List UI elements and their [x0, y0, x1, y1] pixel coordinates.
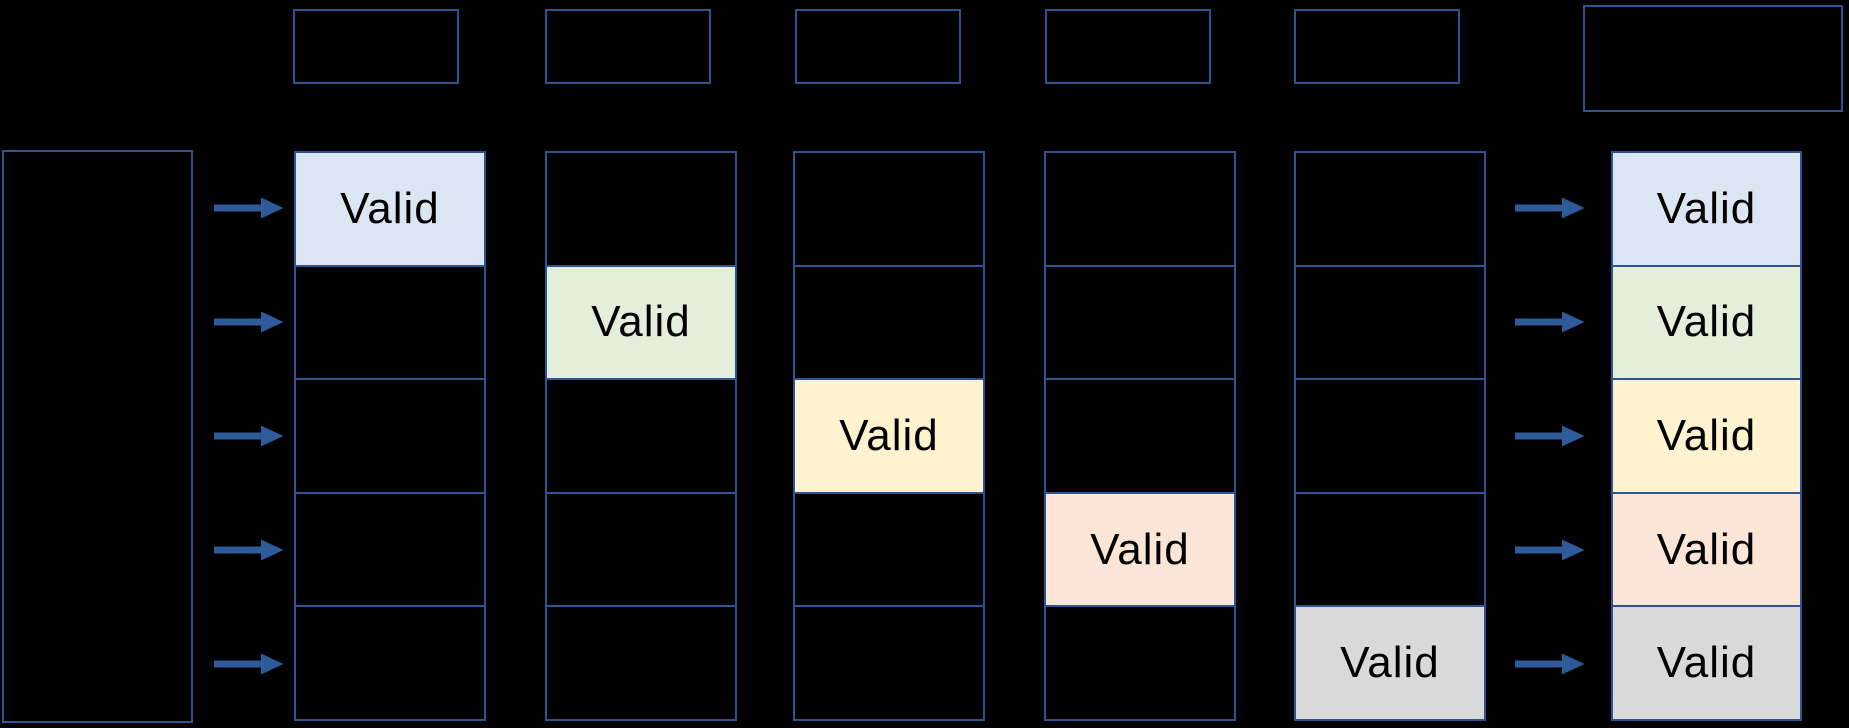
column-2: Valid — [545, 151, 737, 721]
column-1: Valid — [294, 151, 486, 721]
arrow-right-icon — [214, 197, 284, 219]
arrow-right-icon — [214, 653, 284, 675]
valid-cell: Valid — [1613, 264, 1800, 379]
valid-label: Valid — [1656, 297, 1757, 347]
empty-cell — [1296, 378, 1484, 492]
empty-cell — [795, 605, 983, 719]
empty-cell — [547, 378, 735, 492]
left-source-box — [2, 150, 193, 723]
valid-label: Valid — [1340, 638, 1440, 688]
empty-cell — [795, 491, 983, 606]
empty-cell — [547, 491, 735, 606]
valid-cell: Valid — [1613, 153, 1800, 265]
empty-cell — [1046, 264, 1234, 379]
empty-cell — [1296, 264, 1484, 379]
arrow-right-icon — [1515, 539, 1585, 561]
valid-label: Valid — [1656, 183, 1757, 233]
valid-cell: Valid — [1613, 378, 1800, 492]
empty-cell — [795, 153, 983, 265]
empty-cell — [795, 264, 983, 379]
arrow-right-icon — [1515, 425, 1585, 447]
empty-cell — [296, 605, 484, 719]
valid-cell: Valid — [547, 264, 735, 379]
valid-label: Valid — [839, 410, 939, 460]
header-box-1 — [293, 9, 459, 84]
valid-cell: Valid — [1296, 605, 1484, 719]
column-3: Valid — [793, 151, 985, 721]
arrow-right-icon — [214, 425, 284, 447]
valid-label: Valid — [340, 183, 440, 233]
arrow-right-icon — [1515, 197, 1585, 219]
empty-cell — [296, 378, 484, 492]
valid-label: Valid — [591, 297, 691, 347]
empty-cell — [296, 264, 484, 379]
empty-cell — [1046, 605, 1234, 719]
empty-cell — [1046, 153, 1234, 265]
arrow-right-icon — [1515, 311, 1585, 333]
empty-cell — [1046, 378, 1234, 492]
empty-cell — [1296, 491, 1484, 606]
valid-cell: Valid — [1046, 491, 1234, 606]
valid-label: Valid — [1090, 524, 1190, 574]
valid-label: Valid — [1656, 524, 1757, 574]
empty-cell — [547, 605, 735, 719]
arrow-right-icon — [214, 311, 284, 333]
valid-label: Valid — [1656, 638, 1757, 688]
header-box-3 — [795, 9, 961, 84]
valid-cell: Valid — [795, 378, 983, 492]
header-box-result — [1583, 5, 1843, 112]
valid-cell: Valid — [1613, 605, 1800, 719]
column-5: Valid — [1294, 151, 1486, 721]
valid-cell: Valid — [296, 153, 484, 265]
arrow-right-icon — [1515, 653, 1585, 675]
valid-label: Valid — [1656, 410, 1757, 460]
empty-cell — [547, 153, 735, 265]
header-box-4 — [1045, 9, 1211, 84]
arrow-right-icon — [214, 539, 284, 561]
empty-cell — [296, 491, 484, 606]
empty-cell — [1296, 153, 1484, 265]
header-box-5 — [1294, 9, 1460, 84]
valid-cell: Valid — [1613, 491, 1800, 606]
result-column: Valid Valid Valid Valid Valid — [1611, 151, 1802, 721]
header-box-2 — [545, 9, 711, 84]
column-4: Valid — [1044, 151, 1236, 721]
